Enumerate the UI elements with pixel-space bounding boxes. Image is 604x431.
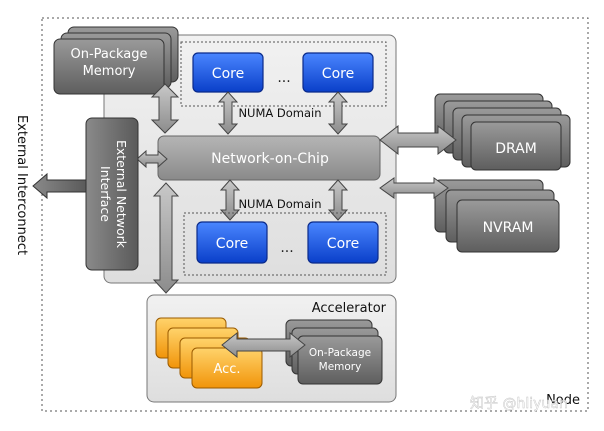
core-top-right: Core [302, 52, 374, 93]
external-network-interface: External Network Interface [85, 117, 139, 271]
accelerator-label: Accelerator [312, 301, 387, 316]
core-bottom-left-label: Core [216, 236, 248, 252]
nvram-label: NVRAM [483, 220, 534, 236]
arrow-noc-accelerator [152, 182, 180, 294]
arrow-noc-core-bottom-left [219, 179, 241, 221]
numa-domain-top-box [180, 41, 387, 107]
core-top-left: Core [192, 52, 264, 93]
external-network-interface-line1: External Network [114, 140, 129, 249]
dram-stack: DRAM [434, 93, 571, 171]
external-interconnect-label: External Interconnect [14, 115, 29, 255]
core-top-left-label: Core [212, 66, 244, 82]
arrow-noc-dram [379, 124, 457, 156]
external-network-interface-line2: Interface [98, 166, 113, 222]
arrow-noc-core-bottom-right [327, 179, 349, 221]
network-on-chip: Network-on-Chip [157, 135, 381, 181]
arrow-eni-noc [136, 149, 168, 169]
network-on-chip-label: Network-on-Chip [211, 151, 329, 167]
arrow-core-top-left-noc [217, 91, 239, 135]
nvram-stack: NVRAM [434, 179, 560, 253]
numa-domain-top-label: NUMA Domain [238, 106, 321, 120]
accelerator-memory-stack: On-Package Memory [285, 319, 383, 385]
accelerator-memory-line2: Memory [319, 361, 362, 373]
accelerator-memory-line1: On-Package [309, 347, 371, 359]
core-bottom-left: Core [196, 221, 268, 264]
acc-stack: Acc. [155, 317, 263, 389]
on-package-memory-top-stack: On-Package Memory [53, 26, 179, 95]
arrow-core-top-right-noc [327, 91, 349, 135]
on-package-memory-top-line2: Memory [83, 64, 136, 79]
numa-domain-bottom-box [183, 212, 387, 276]
node-label: Node [546, 393, 580, 408]
core-top-right-label: Core [322, 66, 354, 82]
dram-label: DRAM [495, 141, 537, 157]
arrow-memory-noc [150, 83, 180, 134]
ellipsis-top: ... [277, 70, 290, 86]
node-boundary [41, 17, 589, 412]
acc-label: Acc. [213, 362, 240, 377]
arrow-noc-nvram [379, 177, 449, 199]
core-bottom-right-label: Core [327, 236, 359, 252]
ellipsis-bottom: ... [280, 240, 293, 256]
on-package-memory-top-line1: On-Package [70, 47, 147, 62]
numa-domain-bottom-label: NUMA Domain [238, 197, 321, 211]
core-bottom-right: Core [307, 221, 379, 264]
arrow-external-interconnect [32, 172, 87, 200]
watermark: 知乎 @hliyuan [470, 395, 568, 412]
arrow-acc-memory [221, 331, 306, 359]
